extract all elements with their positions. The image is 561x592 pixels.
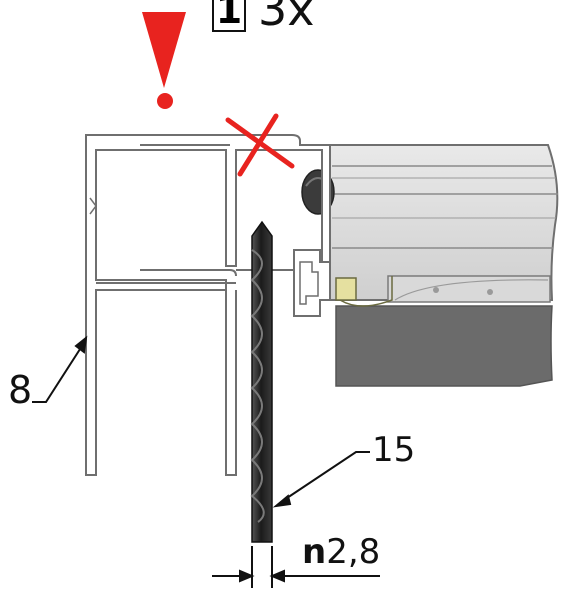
drill-bit <box>250 220 273 543</box>
warning-exclamation-icon <box>142 12 186 109</box>
diameter-value: 2,8 <box>326 532 381 572</box>
callout-label-profile: 8 <box>8 368 33 412</box>
callout-leader-8 <box>32 335 88 403</box>
quantity-box: 1 <box>212 0 246 32</box>
diameter-symbol: n <box>302 532 327 572</box>
dimension-lines <box>212 546 380 588</box>
frame-profile <box>85 134 331 476</box>
diameter-dimension: n2,8 <box>302 534 380 570</box>
callout-label-drill: 15 <box>372 430 416 470</box>
callout-leader-15 <box>272 451 370 508</box>
quantity-text: 3x <box>258 0 315 36</box>
cassette-housing <box>329 144 559 387</box>
cross-out-icon <box>225 113 295 177</box>
